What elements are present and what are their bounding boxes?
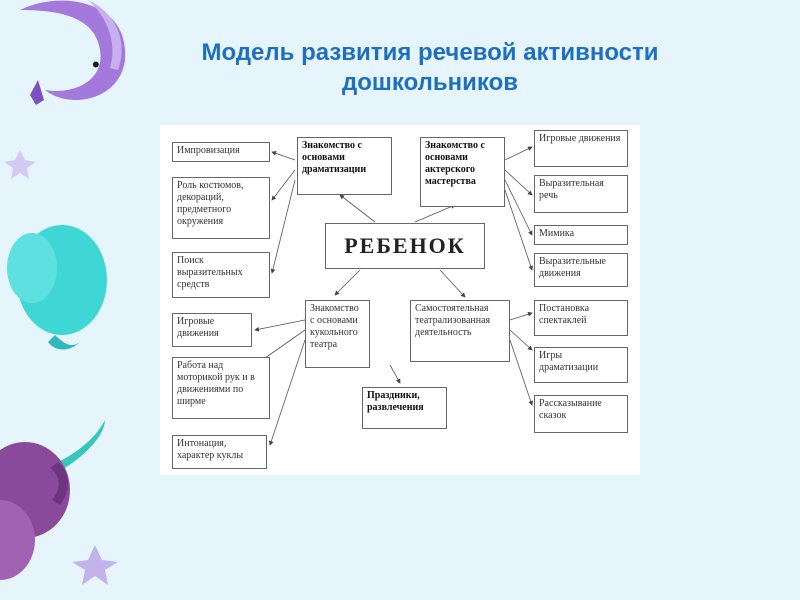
right-box-staging: Постановка спектаклей bbox=[534, 300, 628, 336]
box-child-center: РЕБЕНОК bbox=[325, 223, 485, 269]
box-independent-activity: Самостоятельная театрализованная деятель… bbox=[410, 300, 510, 362]
right-box-expressive-speech: Выразительная речь bbox=[534, 175, 628, 213]
left-box-expressive-search: Поиск выразительных средств bbox=[172, 252, 270, 298]
left-box-motor-skills: Работа над моторикой рук и в движениями … bbox=[172, 357, 270, 419]
left-box-improvisation: Импровизация bbox=[172, 142, 270, 162]
box-dramatization: Знакомство с основами драматизации bbox=[297, 137, 392, 195]
diagram-canvas: Импровизация Роль костюмов, декораций, п… bbox=[160, 125, 640, 475]
small-star-icon bbox=[4, 150, 36, 179]
left-box-intonation: Интонация, характер куклы bbox=[172, 435, 267, 469]
left-box-game-movements: Игровые движения bbox=[172, 313, 252, 347]
right-box-game-movements: Игровые движения bbox=[534, 130, 628, 167]
page-title: Модель развития речевой активности дошко… bbox=[150, 38, 710, 98]
box-acting: Знакомство с основами актерского мастерс… bbox=[420, 137, 505, 207]
box-puppet-theatre: Знакомство с основами кукольного театра bbox=[305, 300, 370, 368]
purple-swirl-icon bbox=[20, 0, 125, 105]
right-box-storytelling: Рассказывание сказок bbox=[534, 395, 628, 433]
small-star-icon bbox=[72, 545, 118, 585]
right-box-mimicry: Мимика bbox=[534, 225, 628, 245]
plum-blob-icon bbox=[0, 442, 70, 580]
teal-blob-icon bbox=[7, 225, 107, 350]
box-holidays: Праздники, развлечения bbox=[362, 387, 447, 429]
left-box-costumes: Роль костюмов, декораций, предметного ок… bbox=[172, 177, 270, 239]
bullet-marker: • bbox=[92, 52, 100, 78]
right-box-expressive-movements: Выразительные движения bbox=[534, 253, 628, 287]
right-box-dramatization-games: Игры драматизации bbox=[534, 347, 628, 383]
